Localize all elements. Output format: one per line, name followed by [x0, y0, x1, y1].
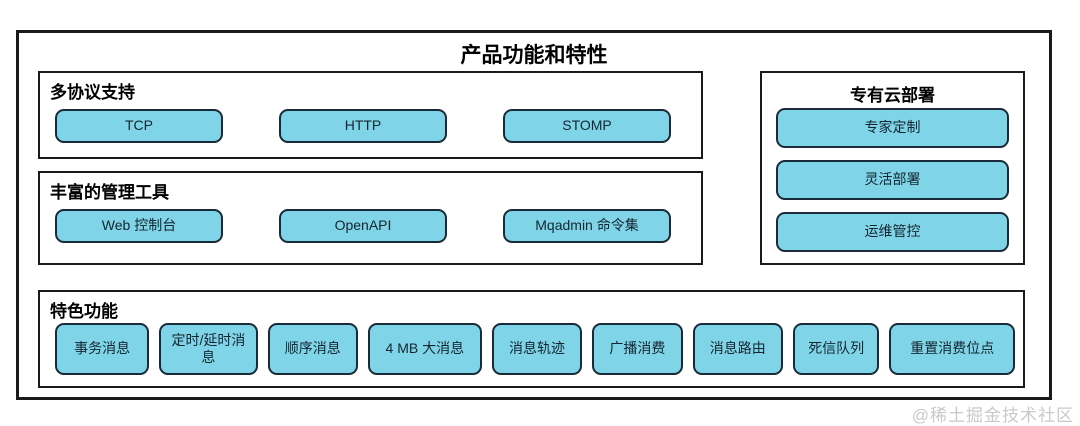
features-node-row: 事务消息 定时/延时消息 顺序消息 4 MB 大消息 消息轨迹 广播消费 消息路…: [55, 323, 1016, 375]
section-special-features: 特色功能 事务消息 定时/延时消息 顺序消息 4 MB 大消息 消息轨迹 广播消…: [38, 290, 1025, 388]
node-message-routing: 消息路由: [692, 323, 783, 375]
node-message-trace: 消息轨迹: [491, 323, 583, 375]
section-private-cloud-label: 专有云部署: [850, 86, 935, 105]
node-tcp: TCP: [55, 109, 223, 143]
node-reset-consumer-offset: 重置消费位点: [889, 323, 1016, 375]
section-management-tools-label: 丰富的管理工具: [50, 183, 169, 202]
cloud-node-column: 专家定制 灵活部署 运维管控: [776, 108, 1009, 252]
node-transactional-message: 事务消息: [55, 323, 150, 375]
node-ops-management: 运维管控: [776, 212, 1009, 252]
node-web-console: Web 控制台: [55, 209, 223, 243]
page-title: 产品功能和特性: [460, 44, 608, 67]
section-private-cloud: 专有云部署 专家定制 灵活部署 运维管控: [760, 71, 1025, 265]
node-ordered-message: 顺序消息: [267, 323, 358, 375]
node-stomp: STOMP: [503, 109, 671, 143]
node-mqadmin: Mqadmin 命令集: [503, 209, 671, 243]
watermark: @稀土掘金技术社区: [911, 406, 1074, 425]
tools-node-row: Web 控制台 OpenAPI Mqadmin 命令集: [55, 209, 671, 243]
node-4mb-large-message: 4 MB 大消息: [367, 323, 482, 375]
diagram-container: 产品功能和特性 多协议支持 TCP HTTP STOMP 丰富的管理工具 Web…: [16, 30, 1052, 400]
node-http: HTTP: [279, 109, 447, 143]
node-openapi: OpenAPI: [279, 209, 447, 243]
section-management-tools: 丰富的管理工具 Web 控制台 OpenAPI Mqadmin 命令集: [38, 171, 703, 265]
node-expert-customization: 专家定制: [776, 108, 1009, 148]
node-flexible-deployment: 灵活部署: [776, 160, 1009, 200]
section-special-features-label: 特色功能: [50, 302, 118, 321]
section-multi-protocol: 多协议支持 TCP HTTP STOMP: [38, 71, 703, 159]
node-scheduled-delayed-message: 定时/延时消息: [159, 323, 258, 375]
section-multi-protocol-label: 多协议支持: [50, 83, 135, 102]
node-broadcast-consumption: 广播消费: [592, 323, 683, 375]
protocol-node-row: TCP HTTP STOMP: [55, 109, 671, 143]
node-dead-letter-queue: 死信队列: [792, 323, 880, 375]
